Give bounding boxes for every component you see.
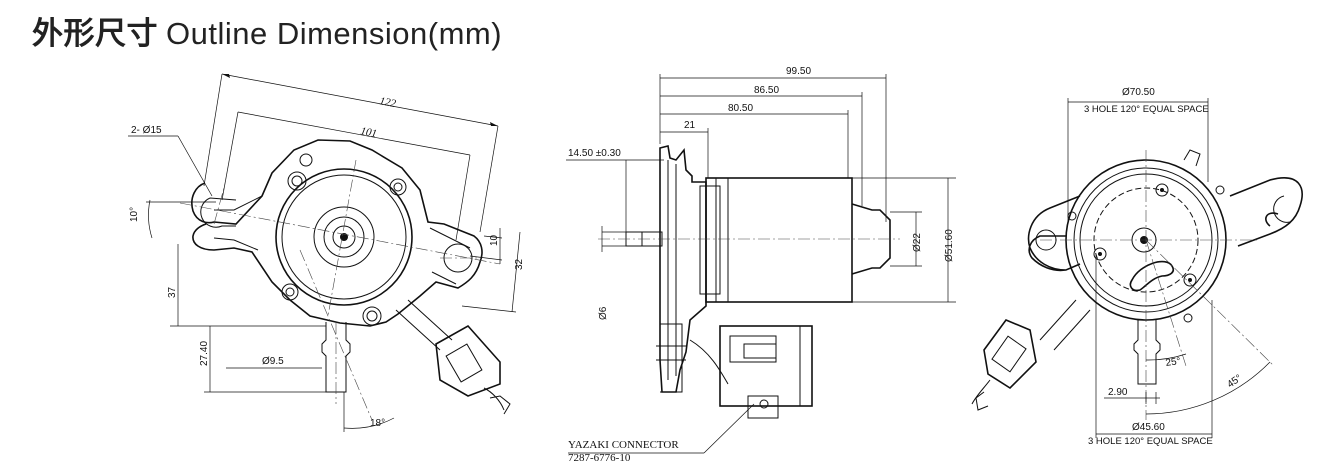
dim-dia70-50-text: Ø70.50 — [1122, 87, 1155, 98]
dim-80-50: 80.50 — [660, 103, 849, 178]
angle-25deg: 25° — [1145, 353, 1187, 369]
dim-37: 37 — [167, 244, 326, 327]
dim-122-text: 122 — [378, 95, 397, 110]
dim-dia9-5-text: Ø9.5 — [262, 356, 284, 367]
dim-99-50: 99.50 — [659, 66, 887, 222]
dim-101-text: 101 — [359, 125, 377, 140]
holes-bottom-text: 3 HOLE 120° EQUAL SPACE — [1088, 436, 1213, 447]
dim-dia70-50: Ø70.50 3 HOLE 120° EQUAL SPACE — [1067, 87, 1209, 222]
right-kidney-slot — [1129, 260, 1175, 292]
left-hub-mid — [323, 216, 365, 258]
dim-80-50-text: 80.50 — [728, 103, 753, 114]
right-angle-line-45 — [1145, 239, 1275, 367]
dim-dia9-5: Ø9.5 — [226, 356, 322, 369]
dim-14-50-text: 14.50 ±0.30 — [568, 148, 621, 159]
dim-21-text: 21 — [684, 120, 696, 131]
title-english: Outline Dimension(mm) — [166, 16, 503, 51]
dim-dia45-60-text: Ø45.60 — [1132, 422, 1165, 433]
dim-86-50-text: 86.50 — [754, 85, 779, 96]
mid-motor-ring — [699, 185, 721, 295]
mid-connector — [689, 325, 813, 419]
angle-10-text: 10° — [129, 207, 140, 222]
angle-10deg: 10° — [129, 199, 216, 239]
dim-2-90: 2.90 — [1104, 387, 1160, 404]
angle-18-text: 18° — [370, 418, 385, 429]
dim-dia51-60-text: Ø51.60 — [944, 229, 955, 262]
middle-view: 99.50 86.50 80.50 21 14.50 ±0.30 Ø22 — [566, 66, 956, 464]
left-connector — [395, 299, 511, 415]
dim-86-50: 86.50 — [660, 85, 863, 206]
dim-101: 101 — [221, 111, 471, 241]
right-view: Ø70.50 3 HOLE 120° EQUAL SPACE 25° 45° 2… — [971, 87, 1303, 447]
title-chinese: 外形尺寸 — [32, 16, 158, 51]
holes-leader: 2- Ø15 — [128, 125, 213, 197]
mid-lower-fitting — [656, 323, 686, 393]
dim-dia22: Ø22 — [890, 211, 923, 267]
dim-21: 21 — [660, 120, 709, 178]
dim-dia45-60: Ø45.60 3 HOLE 120° EQUAL SPACE — [1088, 254, 1213, 447]
right-outlet-pipe — [1133, 320, 1161, 385]
left-center-horiz — [179, 202, 501, 265]
holes-label: 2- Ø15 — [131, 125, 162, 136]
mid-motor-body — [705, 177, 853, 303]
right-flange — [1027, 177, 1303, 272]
dim-dia51-60: Ø51.60 — [852, 177, 956, 303]
dim-27-40-text: 27.40 — [199, 341, 210, 366]
dim-14-50: 14.50 ±0.30 — [566, 148, 664, 232]
mid-flange — [659, 145, 707, 393]
dim-99-50-text: 99.50 — [786, 66, 811, 77]
left-bolts — [281, 153, 407, 326]
angle-45-text: 45° — [1225, 373, 1244, 391]
dim-2-90-text: 2.90 — [1108, 387, 1128, 398]
dim-32-text: 32 — [514, 258, 525, 270]
left-hole-center — [213, 187, 225, 225]
dim-dia6: Ø6 — [598, 226, 626, 320]
angle-18deg: 18° — [343, 392, 395, 432]
dim-right-10-32: 10 32 — [461, 228, 525, 313]
dim-122: 122 — [203, 73, 499, 233]
left-center-vert — [327, 159, 357, 317]
left-hub-outer — [313, 206, 375, 268]
right-ear-slot — [1273, 195, 1291, 223]
dim-37-text: 37 — [167, 286, 178, 298]
left-motor-ring — [281, 174, 407, 300]
angle-45deg: 45° — [1145, 361, 1271, 415]
right-angle-line-25 — [1145, 239, 1187, 367]
angle-25-text: 25° — [1165, 356, 1182, 369]
holes-top-text: 3 HOLE 120° EQUAL SPACE — [1084, 104, 1209, 115]
left-view: 122 101 2- Ø15 10° 10 32 — [128, 73, 525, 432]
right-top-boss — [1183, 149, 1201, 167]
connector-label-line1: YAZAKI CONNECTOR — [568, 439, 679, 451]
right-connector — [971, 299, 1091, 411]
dim-10-text: 10 — [489, 234, 500, 246]
connector-callout: YAZAKI CONNECTOR 7287-6776-10 — [568, 403, 755, 464]
connector-label-line2: 7287-6776-10 — [568, 452, 631, 464]
left-flange-outline — [191, 139, 483, 327]
left-angle-line — [299, 249, 373, 421]
left-motor-outer — [275, 168, 413, 306]
dim-dia22-text: Ø22 — [912, 233, 923, 252]
dim-27-40: 27.40 — [199, 326, 326, 393]
left-flange-inner — [213, 195, 471, 285]
dim-dia6-text: Ø6 — [598, 306, 609, 320]
